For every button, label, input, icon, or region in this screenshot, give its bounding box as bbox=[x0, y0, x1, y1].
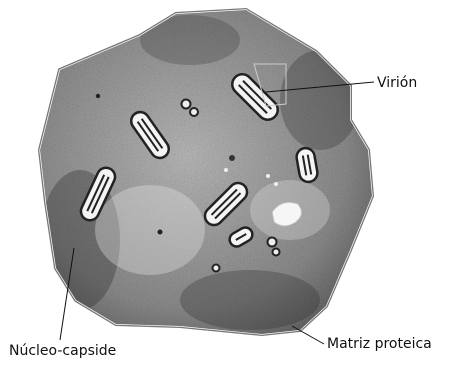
nucleocapside-label: Núcleo-capside bbox=[9, 344, 116, 358]
matriz-proteica-label: Matriz proteica bbox=[327, 337, 432, 351]
virion-label: Virión bbox=[377, 76, 417, 90]
protein-matrix bbox=[30, 5, 380, 340]
matriz-leader bbox=[292, 326, 324, 344]
